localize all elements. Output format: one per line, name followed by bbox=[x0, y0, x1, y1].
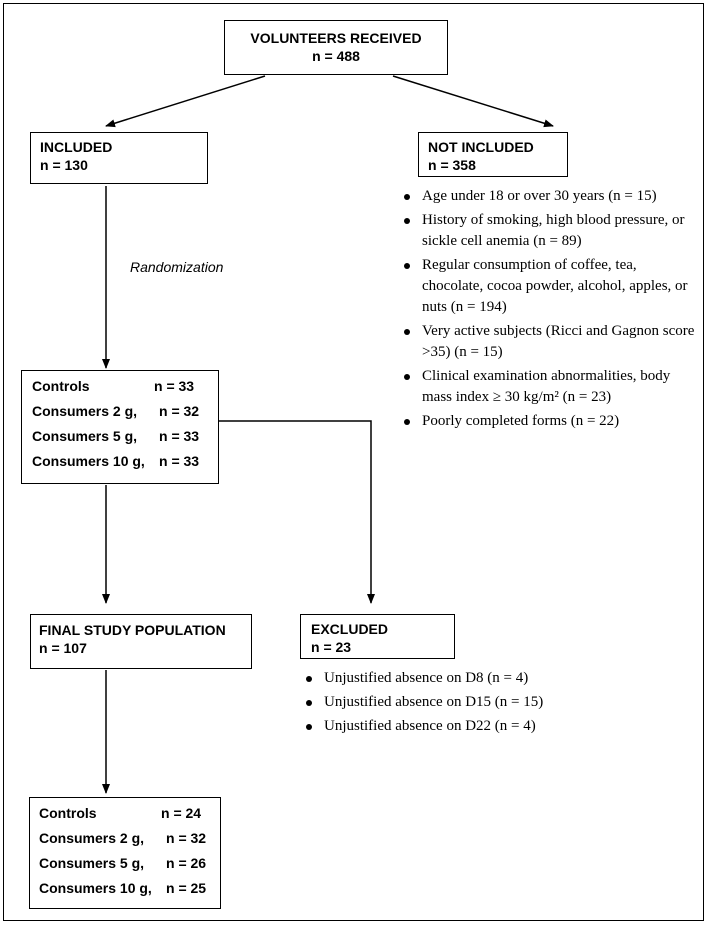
group-row: Consumers 5 g, n = 26 bbox=[39, 854, 220, 879]
group-row: Controls n = 33 bbox=[32, 377, 218, 402]
group-count: n = 33 bbox=[159, 428, 200, 444]
group-count: n = 33 bbox=[159, 453, 200, 469]
group-row: Controls n = 24 bbox=[39, 804, 220, 829]
group-row: Consumers 10 g, n = 33 bbox=[32, 452, 218, 477]
group-count: n = 24 bbox=[161, 805, 202, 821]
group-count: n = 33 bbox=[154, 378, 195, 394]
group-label: Consumers 5 g, bbox=[39, 855, 145, 871]
included-count: n = 130 bbox=[40, 157, 88, 173]
volunteers-title: VOLUNTEERS RECEIVED bbox=[250, 30, 422, 46]
group-label: Consumers 2 g, bbox=[32, 403, 138, 419]
reason-item: Poorly completed forms (n = 22) bbox=[398, 411, 698, 432]
exclusion-item: Unjustified absence on D22 (n = 4) bbox=[300, 716, 620, 737]
group-count: n = 25 bbox=[166, 880, 207, 896]
reason-item: History of smoking, high blood pressure,… bbox=[398, 210, 698, 252]
final-title: FINAL STUDY POPULATION bbox=[39, 622, 226, 638]
outer-frame bbox=[3, 3, 704, 921]
volunteers-count: n = 488 bbox=[312, 48, 360, 64]
group-label: Consumers 5 g, bbox=[32, 428, 138, 444]
reason-item: Clinical examination abnormalities, body… bbox=[398, 366, 698, 408]
group-label: Consumers 10 g, bbox=[39, 880, 152, 896]
group-label: Controls bbox=[39, 805, 97, 821]
group-label: Controls bbox=[32, 378, 90, 394]
final-count: n = 107 bbox=[39, 640, 87, 656]
group-count: n = 26 bbox=[166, 855, 207, 871]
included-box: INCLUDED n = 130 bbox=[30, 132, 208, 184]
randomized-groups-box: Controls n = 33 Consumers 2 g, n = 32 Co… bbox=[21, 370, 219, 484]
not-included-box: NOT INCLUDED n = 358 bbox=[418, 132, 568, 177]
arrow-to-not-included bbox=[392, 75, 554, 128]
exclusion-item: Unjustified absence on D8 (n = 4) bbox=[300, 668, 620, 689]
exclusion-item: Unjustified absence on D15 (n = 15) bbox=[300, 692, 620, 713]
excluded-reasons: Unjustified absence on D8 (n = 4) Unjust… bbox=[300, 668, 620, 740]
group-row: Consumers 2 g, n = 32 bbox=[39, 829, 220, 854]
group-label: Consumers 2 g, bbox=[39, 830, 145, 846]
excluded-title: EXCLUDED bbox=[311, 621, 389, 637]
randomization-label: Randomization bbox=[130, 259, 224, 275]
group-count: n = 32 bbox=[166, 830, 207, 846]
excluded-box: EXCLUDED n = 23 bbox=[300, 614, 455, 659]
excluded-count: n = 23 bbox=[311, 639, 352, 655]
group-label: Consumers 10 g, bbox=[32, 453, 145, 469]
not-included-title: NOT INCLUDED bbox=[428, 139, 534, 155]
reason-item: Very active subjects (Ricci and Gagnon s… bbox=[398, 321, 698, 363]
not-included-count: n = 358 bbox=[428, 157, 476, 173]
not-included-reasons: Age under 18 or over 30 years (n = 15) H… bbox=[398, 186, 698, 435]
arrow-to-included bbox=[105, 75, 266, 128]
group-count: n = 32 bbox=[159, 403, 200, 419]
final-groups-box: Controls n = 24 Consumers 2 g, n = 32 Co… bbox=[29, 797, 221, 909]
arrow-to-excluded bbox=[219, 420, 375, 604]
included-title: INCLUDED bbox=[40, 139, 113, 155]
reason-item: Regular consumption of coffee, tea, choc… bbox=[398, 255, 698, 318]
final-population-box: FINAL STUDY POPULATION n = 107 bbox=[30, 614, 252, 669]
volunteers-box: VOLUNTEERS RECEIVED n = 488 bbox=[224, 20, 448, 75]
group-row: Consumers 5 g, n = 33 bbox=[32, 427, 218, 452]
group-row: Consumers 2 g, n = 32 bbox=[32, 402, 218, 427]
reason-item: Age under 18 or over 30 years (n = 15) bbox=[398, 186, 698, 207]
group-row: Consumers 10 g, n = 25 bbox=[39, 879, 220, 904]
